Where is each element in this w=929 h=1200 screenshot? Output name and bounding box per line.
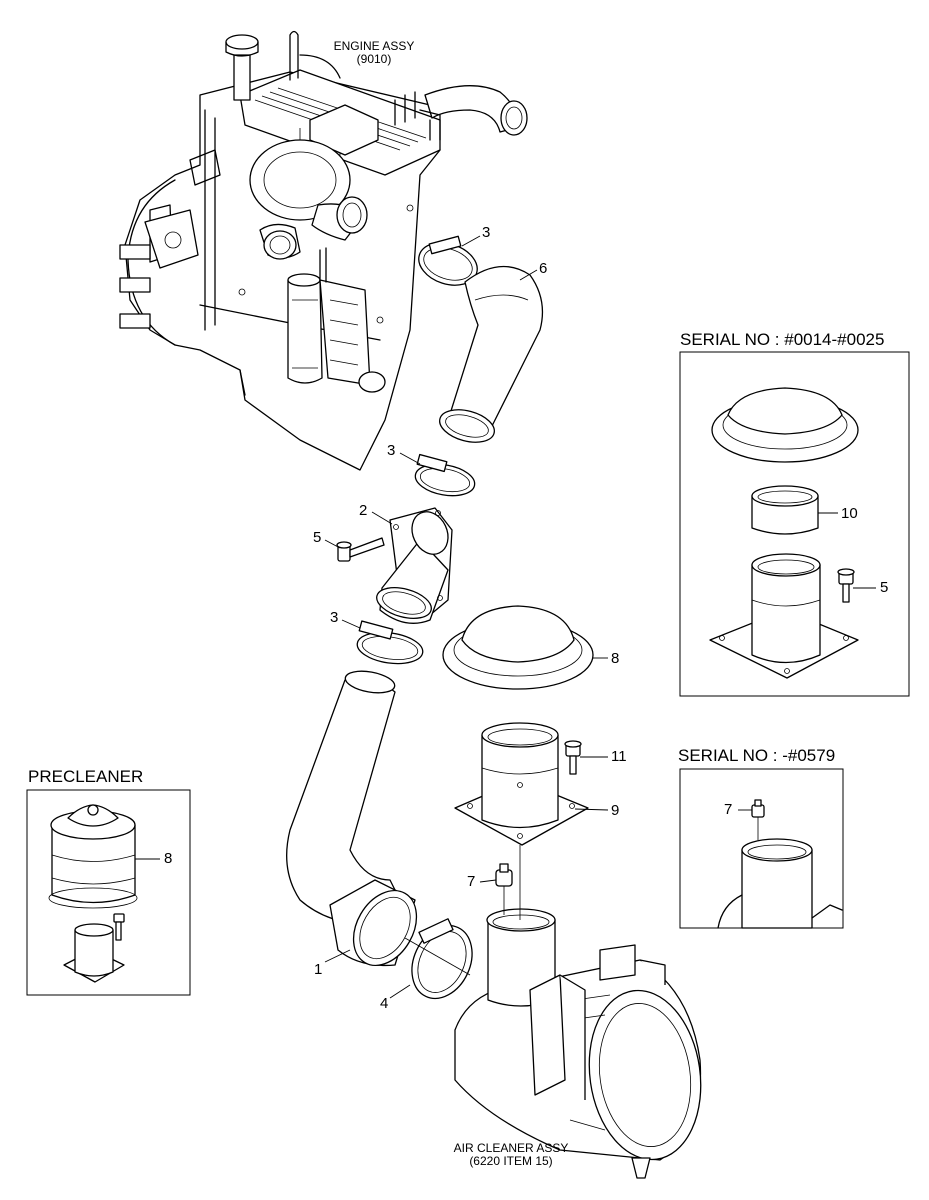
precleaner-part-8-label: 8 <box>164 850 173 867</box>
leader-part-3-upper <box>461 235 481 247</box>
part-5-label: 5 <box>313 529 322 546</box>
air-cleaner-assy-ref: (6220 ITEM 15) <box>469 1154 553 1168</box>
part-1-label: 1 <box>314 961 323 978</box>
engine-assy-label: ENGINE ASSY (9010) <box>330 40 418 66</box>
engine-assembly-drawing <box>119 30 528 471</box>
leader-part-4 <box>389 984 411 999</box>
part-3-clamp-middle <box>414 453 476 497</box>
part-9-label: 9 <box>611 802 620 819</box>
guide-line-4 <box>404 937 471 976</box>
precleaner-panel-title: PRECLEANER <box>28 767 144 786</box>
part-11-label: 11 <box>611 748 627 765</box>
part-6-hose <box>439 265 544 443</box>
part-3-label-lower: 3 <box>330 609 339 626</box>
serial-a-part-10-label: 10 <box>841 505 858 522</box>
air-cleaner-assembly-drawing <box>454 908 702 1179</box>
part-1-hose-elbow <box>286 670 418 967</box>
part-8-label: 8 <box>611 650 620 667</box>
serial-a-part-5-label: 5 <box>880 579 889 596</box>
part-2-label: 2 <box>359 502 368 519</box>
part-3-label-upper: 3 <box>482 224 491 241</box>
leader-part-3-middle <box>399 452 421 465</box>
panel-frame-serial-0014-0025 <box>679 351 910 697</box>
serial-a-panel-title: SERIAL NO : #0014-#0025 <box>680 330 885 349</box>
panel-frame-precleaner <box>26 789 191 996</box>
leader-part-3-lower <box>341 619 361 629</box>
part-5-bolt <box>336 537 385 562</box>
part-3-label-middle: 3 <box>387 442 396 459</box>
leader-part-7 <box>479 879 497 883</box>
part-7-indicator <box>495 863 513 887</box>
part-3-clamp-upper <box>418 235 478 286</box>
leader-part-2 <box>371 511 393 525</box>
part-4-label: 4 <box>380 995 389 1012</box>
leader-part-1 <box>324 949 351 963</box>
part-11-bolt <box>564 740 582 775</box>
part-6-label: 6 <box>539 260 548 277</box>
leader-part-6 <box>519 269 538 281</box>
serial-b-panel-title: SERIAL NO : -#0579 <box>678 746 836 765</box>
serial-b-part-7-label: 7 <box>724 801 733 818</box>
part-9-tube-flange <box>454 722 589 846</box>
leader-part-5 <box>324 539 341 549</box>
leader-part-9 <box>574 808 609 811</box>
part-2-flanged-adapter <box>376 507 453 624</box>
serial-b-components <box>717 799 843 929</box>
serial-a-components <box>709 387 859 679</box>
air-cleaner-assy-label: AIR CLEANER ASSY (6220 ITEM 15) <box>441 1142 581 1168</box>
engine-assy-title: ENGINE ASSY <box>333 39 415 53</box>
part-3-clamp-lower <box>356 620 424 665</box>
precleaner-components <box>48 804 138 983</box>
part-7-label: 7 <box>467 873 476 890</box>
engine-assy-ref: (9010) <box>356 52 392 66</box>
air-cleaner-assy-title: AIR CLEANER ASSY <box>453 1141 569 1155</box>
part-8-rubber-cap <box>442 605 594 690</box>
